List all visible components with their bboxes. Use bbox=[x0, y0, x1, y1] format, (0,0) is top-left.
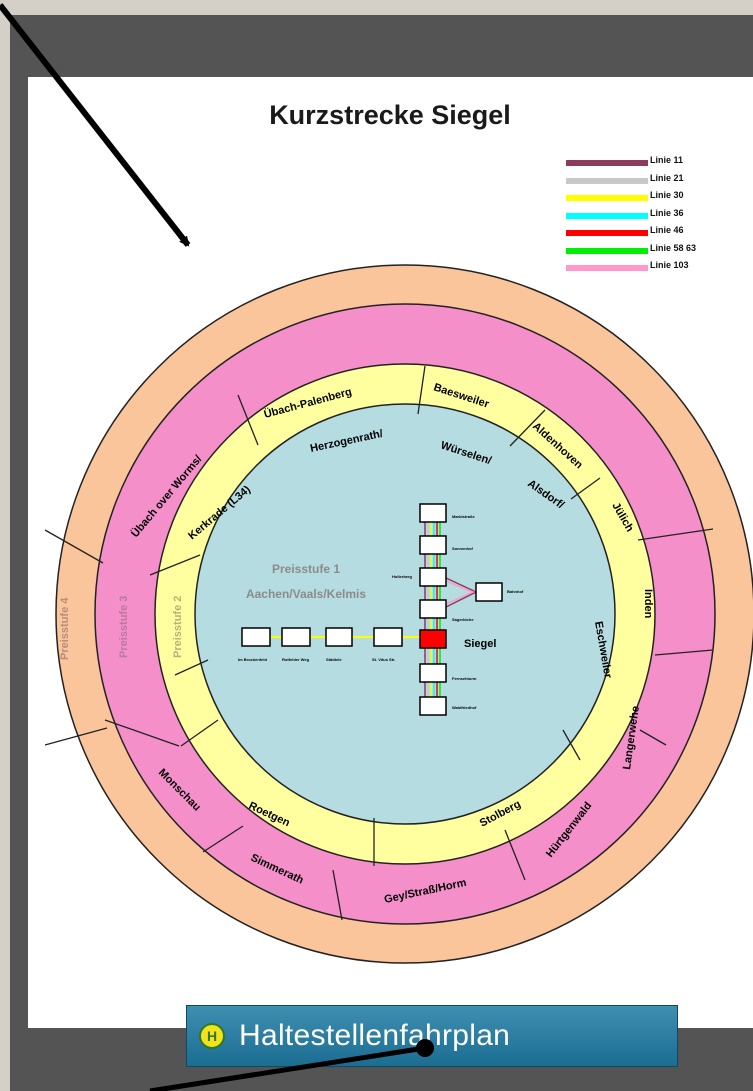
stop-label: Rotfelder Weg bbox=[282, 657, 310, 662]
zone-dividers bbox=[44, 365, 714, 921]
legend-label: Linie 21 bbox=[650, 172, 684, 183]
legend-swatch bbox=[566, 247, 648, 254]
price-level-3-label: Preisstufe 3 bbox=[118, 596, 130, 658]
stop-box bbox=[419, 567, 447, 587]
legend-item: Linie 46 bbox=[566, 225, 716, 243]
stop-label: Im Brockenfeld bbox=[238, 657, 267, 662]
stop-box bbox=[281, 627, 311, 647]
stop-box bbox=[241, 627, 271, 647]
legend-label: Linie 103 bbox=[650, 260, 689, 270]
stop-label: Waldfriedhof bbox=[452, 705, 477, 710]
legend-swatch bbox=[566, 177, 648, 184]
legend-item: Linie 103 bbox=[566, 260, 716, 278]
line-legend: Linie 11 Linie 21 Linie 30 Linie 36 Lini… bbox=[566, 155, 716, 278]
stop-box bbox=[419, 535, 447, 555]
stop-label: Marktstraße bbox=[452, 514, 475, 519]
legend-label: Linie 58 63 bbox=[650, 242, 697, 253]
stop-box bbox=[419, 663, 447, 683]
stop-label: Fernsehturm bbox=[452, 676, 477, 681]
legend-label: Linie 11 bbox=[650, 155, 684, 165]
stop-label: Sonnenhof bbox=[452, 546, 474, 551]
legend-swatch bbox=[566, 195, 648, 201]
window-top-bar bbox=[10, 15, 753, 77]
legend-swatch bbox=[566, 212, 648, 219]
price-level-2-label: Preisstufe 2 bbox=[172, 596, 184, 658]
legend-swatch bbox=[566, 265, 648, 271]
bus-stop-icon: H bbox=[199, 1023, 225, 1049]
stop-box bbox=[419, 599, 447, 619]
legend-label: Linie 30 bbox=[650, 190, 684, 200]
window-left-border bbox=[10, 15, 28, 1091]
price-level-1-label: Preisstufe 1 bbox=[272, 562, 340, 576]
stop-box bbox=[419, 503, 447, 523]
stop-label: St. Vitus Str. bbox=[372, 657, 396, 662]
price-level-4-label: Preisstufe 4 bbox=[59, 597, 71, 660]
current-stop-box bbox=[419, 629, 447, 649]
stop-label: Hollerberg bbox=[392, 574, 413, 579]
ring-preisstufe-1 bbox=[194, 403, 616, 825]
legend-label: Linie 46 bbox=[650, 225, 684, 235]
legend-item: Linie 11 bbox=[566, 155, 716, 173]
pointer-arrow-top bbox=[0, 3, 191, 247]
haltestellenfahrplan-label: Haltestellenfahrplan bbox=[239, 1019, 511, 1052]
zone-label-inden: Inden bbox=[642, 589, 654, 619]
stop-box bbox=[325, 627, 353, 647]
legend-item: Linie 30 bbox=[566, 190, 716, 208]
legend-item: Linie 21 bbox=[566, 173, 716, 191]
stop-box bbox=[475, 582, 503, 602]
center-area-label: Aachen/Vaals/Kelmis bbox=[246, 587, 366, 601]
main-stop-label: Siegel bbox=[464, 638, 496, 650]
document-title: Kurzstrecke Siegel bbox=[269, 100, 511, 130]
legend-item: Linie 36 bbox=[566, 208, 716, 226]
legend-swatch bbox=[566, 230, 648, 236]
stop-label: Bahnhof bbox=[507, 589, 524, 594]
legend-swatch bbox=[566, 160, 648, 166]
haltestellenfahrplan-button[interactable]: H Haltestellenfahrplan bbox=[186, 1005, 678, 1067]
stop-box bbox=[373, 627, 403, 647]
stop-label: Städtele bbox=[326, 657, 342, 662]
legend-label: Linie 36 bbox=[650, 207, 684, 218]
stop-box bbox=[419, 696, 447, 716]
stop-label: Sagerbiche bbox=[452, 617, 474, 622]
legend-item: Linie 58 63 bbox=[566, 243, 716, 261]
